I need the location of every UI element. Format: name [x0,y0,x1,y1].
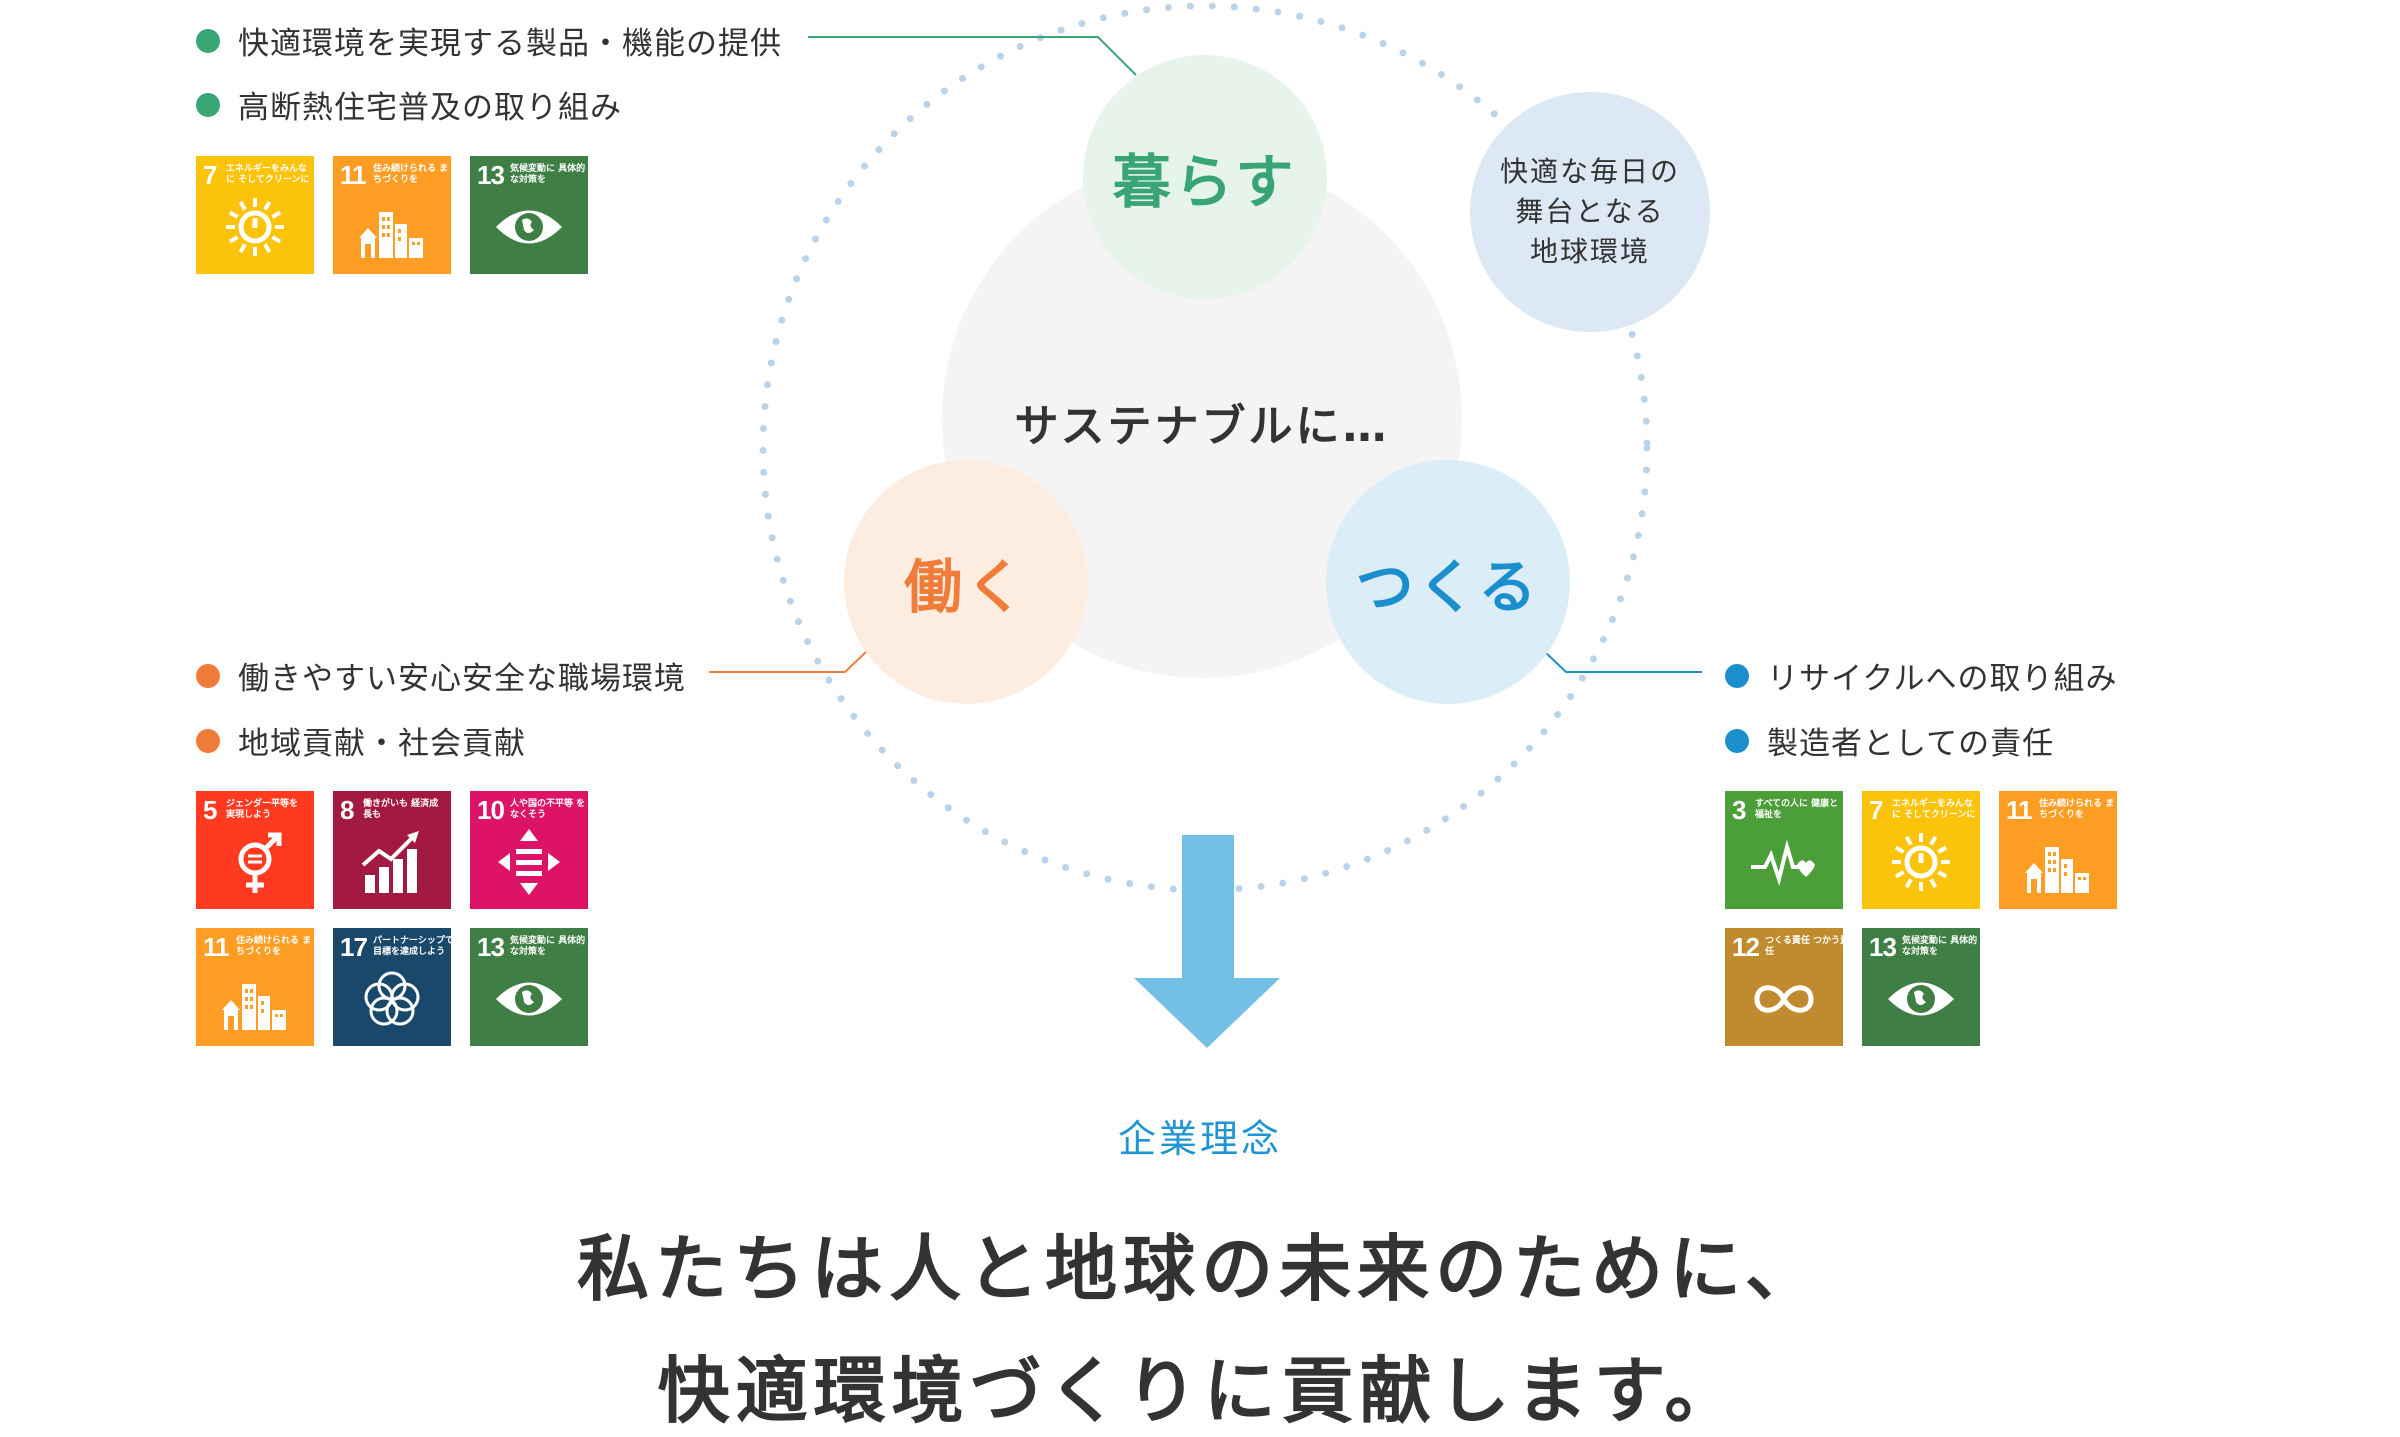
sdg-goal-7-tile: 7 エネルギーをみんなに そしてクリーンに [196,156,314,274]
earth-eye-icon [496,982,562,1016]
sdg-goal-11-tile: 11 住み続けられる まちづくりを [1999,791,2117,909]
city-buildings-icon [222,984,286,1030]
circle-working-label: 働く [903,553,1028,621]
bullet-dot [1725,663,1749,688]
heartbeat-icon [1751,839,1815,887]
earth-line-2: 舞台となる [1515,195,1665,228]
earth-eye-icon [1888,982,1954,1016]
working-bullet-2: 地域貢献・社会貢献 [196,718,526,763]
philosophy-statement-line-1: 私たちは人と地球の未来のために、 [577,1227,1823,1311]
city-buildings-icon [359,212,423,258]
sdg-goal-7-tile: 7 エネルギーをみんなに そしてクリーンに [1862,791,1980,909]
bullet-text: 高断熱住宅普及の取り組み [238,90,622,126]
sun-power-icon [226,198,284,256]
sdg-number: 8 [340,795,355,825]
bullet-text: 製造者としての責任 [1767,726,2055,762]
sdg-caption: 住み続けられる まちづくりを [236,936,312,957]
sdg-number: 3 [1732,795,1747,825]
bullet-dot [196,92,220,117]
equality-arrows-icon [498,829,560,895]
sdg-caption: 住み続けられる まちづくりを [2039,799,2115,820]
bullet-text: 働きやすい安心安全な職場環境 [238,661,686,697]
circle-living: 暮らす [1083,55,1327,299]
making-bullet-1: リサイクルへの取り組み [1725,653,2117,698]
sdg-goal-3-tile: 3 すべての人に 健康と福祉を [1725,791,1843,909]
philosophy-label: 企業理念 [1117,1117,1282,1161]
earth-line-3: 地球環境 [1529,235,1650,268]
sdg-number: 10 [477,795,505,825]
sdg-number: 7 [203,160,218,190]
sdg-goal-11-tile: 11 住み続けられる まちづくりを [196,928,314,1046]
circle-living-label: 暮らす [1112,148,1298,216]
sdg-number: 11 [340,160,366,190]
bullet-dot [1725,728,1749,753]
sdg-number: 5 [203,795,218,825]
sdg-caption: 気候変動に 具体的な対策を [510,164,586,185]
sdg-number: 13 [477,160,505,190]
sdg-caption: つくる責任 つかう責任 [1765,936,1843,957]
dotted-ring [759,2,1651,894]
living-bullet-2: 高断熱住宅普及の取り組み [196,82,622,127]
circle-working: 働く [844,460,1088,704]
sdg-number: 17 [340,932,368,962]
sdg-caption: ジェンダー平等を 実現しよう [226,799,299,820]
sdg-goal-5-tile: 5 ジェンダー平等を 実現しよう [196,791,314,909]
making-bullet-2: 製造者としての責任 [1725,718,2054,763]
sdg-caption: すべての人に 健康と福祉を [1755,799,1839,820]
bullet-text: 快適環境を実現する製品・機能の提供 [238,26,782,62]
bullet-text: 地域貢献・社会貢献 [238,726,526,762]
sdg-goal-11-tile: 11 住み続けられる まちづくりを [333,156,451,274]
connector-making [1544,651,1702,673]
sdg-caption: 気候変動に 具体的な対策を [510,936,586,957]
bullet-text: リサイクルへの取り組み [1767,661,2118,697]
sdg-caption: 気候変動に 具体的な対策を [1902,936,1978,957]
bullet-dot [196,663,220,688]
down-arrow-icon [1134,835,1280,1048]
bullet-dot [196,28,220,53]
earth-eye-icon [496,210,562,244]
bullet-dot [196,728,220,753]
city-buildings-icon [2025,847,2089,893]
working-bullet-1: 働きやすい安心安全な職場環境 [196,653,686,698]
earth-line-1: 快適な毎日の [1499,155,1680,188]
sdg-caption: パートナーシップで 目標を達成しよう [373,936,451,957]
sdg-caption: 働きがいも 経済成長も [363,799,439,820]
sun-power-icon [1892,833,1950,891]
connector-living [808,36,1137,76]
growth-chart-icon [361,831,419,893]
sdg-number: 13 [477,932,505,962]
sdg-caption: 人や国の不平等 をなくそう [510,799,586,820]
sdg-number: 11 [2006,795,2032,825]
sdg-goal-8-tile: 8 働きがいも 経済成長も [333,791,451,909]
connector-working [709,651,867,673]
sdg-caption: エネルギーをみんなに そしてクリーンに [226,164,310,185]
center-text: サステナブルに… [1014,401,1390,452]
philosophy-statement-line-2: 快適環境づくりに貢献します。 [657,1349,1743,1433]
sdg-number: 13 [1869,932,1897,962]
infinity-icon [1754,985,1814,1013]
circle-earth: 快適な毎日の 舞台となる 地球環境 [1470,92,1710,332]
sdg-caption: 住み続けられる まちづくりを [373,164,449,185]
gender-equality-icon [238,832,282,893]
sdg-number: 11 [203,932,229,962]
living-bullet-1: 快適環境を実現する製品・機能の提供 [196,18,782,63]
sdg-number: 7 [1869,795,1884,825]
circle-making-label: つくる [1355,553,1541,621]
circle-making: つくる [1326,460,1570,704]
sdg-caption: エネルギーをみんなに そしてクリーンに [1892,799,1976,820]
partnership-rings-icon [364,971,420,1026]
sdg-number: 12 [1732,932,1760,962]
